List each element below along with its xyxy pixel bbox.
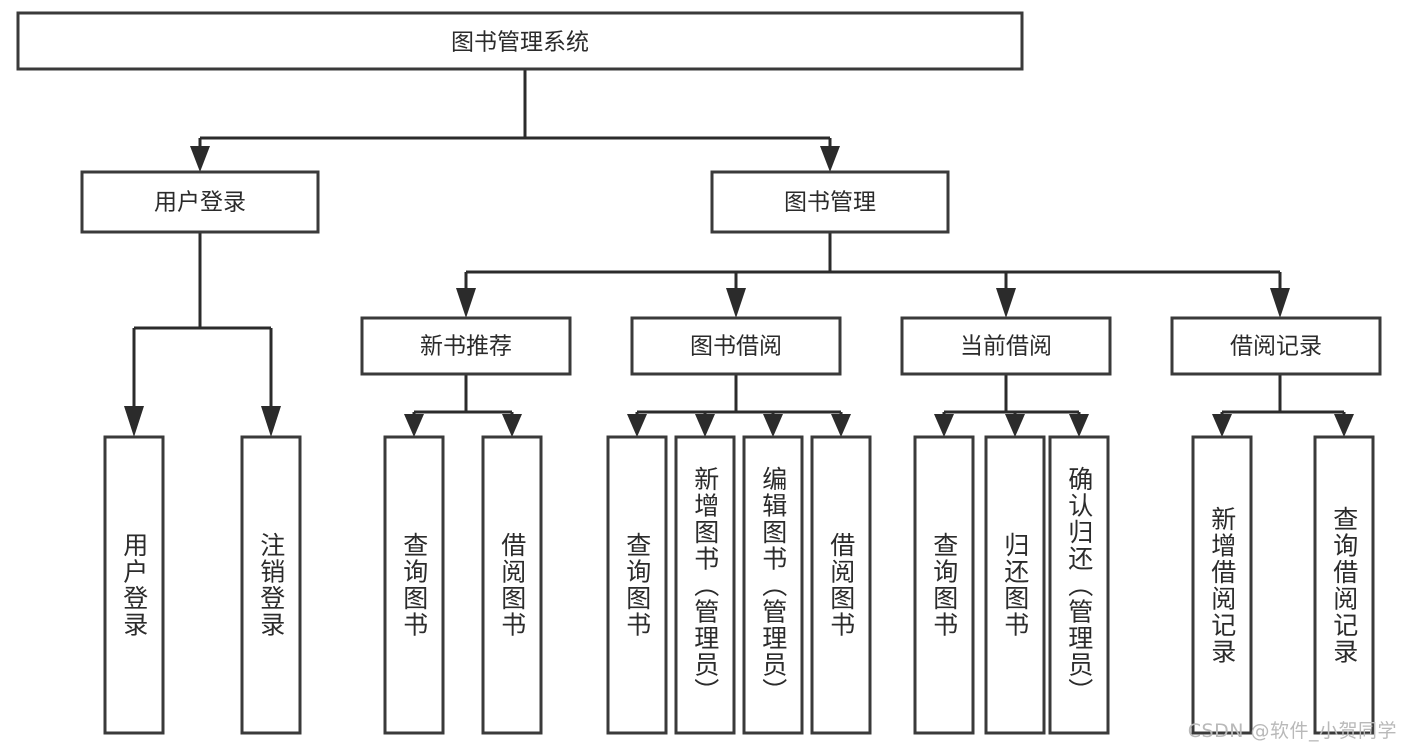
arrowhead-user-logout-leaf — [261, 406, 281, 437]
node-leaf-nbr-query-book[interactable] — [383, 435, 445, 735]
arrowhead-borrow-record — [1270, 288, 1290, 318]
node-leaf-cb-confirm-return[interactable] — [1048, 435, 1110, 735]
arrowhead-cb-confirm-return — [1069, 414, 1089, 437]
node-leaf-bb-borrow-book-label: 借阅图书 — [826, 532, 856, 638]
node-leaf-bb-add-book[interactable] — [674, 435, 736, 735]
node-leaf-cb-return-book[interactable] — [984, 435, 1046, 735]
node-current-borrow[interactable] — [900, 316, 1112, 376]
node-leaf-bb-add-book-label: 新增图书（管理员） — [690, 465, 720, 705]
node-leaf-bb-edit-book-label: 编辑图书（管理员） — [758, 465, 788, 705]
arrowhead-bb-query-book — [627, 414, 647, 437]
arrowhead-br-add-record — [1212, 414, 1232, 437]
node-leaf-br-add-record[interactable] — [1191, 435, 1253, 735]
node-leaf-nbr-borrow-book-label: 借阅图书 — [497, 532, 527, 638]
node-borrow-record-label: 借阅记录 — [1230, 334, 1322, 360]
arrowhead-bb-add-book — [695, 414, 715, 437]
node-leaf-cb-query-book[interactable] — [913, 435, 975, 735]
arrowhead-user-login-leaf — [124, 406, 144, 437]
arrowhead-new-book-recommend — [456, 288, 476, 318]
node-borrow-record[interactable] — [1170, 316, 1382, 376]
arrowhead-bb-borrow-book — [831, 414, 851, 437]
arrowhead-book-borrow — [726, 288, 746, 318]
arrowhead-user-login — [190, 146, 210, 172]
node-leaf-bb-query-book-label: 查询图书 — [622, 532, 652, 638]
arrowhead-cb-return-book — [1005, 414, 1025, 437]
arrowhead-bb-edit-book — [763, 414, 783, 437]
node-leaf-br-query-record-label: 查询借阅记录 — [1329, 505, 1359, 665]
node-leaf-user-login[interactable] — [103, 435, 165, 735]
connector-group-book-management — [456, 232, 1290, 318]
connector-group-book-borrow — [627, 374, 851, 437]
arrowhead-cb-query-book — [934, 414, 954, 437]
csdn-watermark: CSDN @软件_小贺同学 — [1187, 720, 1397, 742]
node-book-borrow-label: 图书借阅 — [690, 334, 782, 360]
node-current-borrow-label: 当前借阅 — [960, 334, 1052, 360]
node-leaf-user-login-label: 用户登录 — [119, 532, 149, 638]
connector-group-current-borrow — [934, 374, 1089, 437]
node-leaf-user-logout-label: 注销登录 — [256, 532, 286, 638]
node-book-management-label: 图书管理 — [784, 190, 876, 216]
node-root-label: 图书管理系统 — [451, 30, 589, 56]
arrowhead-nbr-query-book — [404, 414, 424, 437]
node-book-management[interactable] — [710, 170, 950, 234]
node-book-borrow[interactable] — [630, 316, 842, 376]
arrowhead-book-management — [820, 146, 840, 172]
node-root-book-management-system[interactable] — [16, 11, 1024, 71]
node-leaf-br-add-record-label: 新增借阅记录 — [1207, 505, 1237, 665]
node-user-login[interactable] — [80, 170, 320, 234]
arrowhead-br-query-record — [1334, 414, 1354, 437]
connector-group-user-login — [124, 232, 281, 437]
node-leaf-bb-borrow-book[interactable] — [810, 435, 872, 735]
arrowhead-current-borrow — [996, 288, 1016, 318]
node-leaf-br-query-record[interactable] — [1313, 435, 1375, 735]
arrowhead-nbr-borrow-book — [502, 414, 522, 437]
connector-group-borrow-record — [1212, 374, 1354, 437]
node-leaf-bb-edit-book[interactable] — [742, 435, 804, 735]
node-new-book-recommend-label: 新书推荐 — [420, 334, 512, 360]
node-leaf-nbr-borrow-book[interactable] — [481, 435, 543, 735]
node-leaf-user-logout[interactable] — [240, 435, 302, 735]
connector-group-new-book-recommend — [404, 374, 522, 437]
node-leaf-cb-return-book-label: 归还图书 — [1000, 532, 1030, 638]
node-leaf-bb-query-book[interactable] — [606, 435, 668, 735]
node-leaf-nbr-query-book-label: 查询图书 — [399, 532, 429, 638]
node-user-login-label: 用户登录 — [154, 190, 246, 216]
node-new-book-recommend[interactable] — [360, 316, 572, 376]
node-leaf-cb-query-book-label: 查询图书 — [929, 532, 959, 638]
connector-group-root — [190, 69, 840, 172]
node-leaf-cb-confirm-return-label: 确认归还（管理员） — [1064, 465, 1094, 705]
